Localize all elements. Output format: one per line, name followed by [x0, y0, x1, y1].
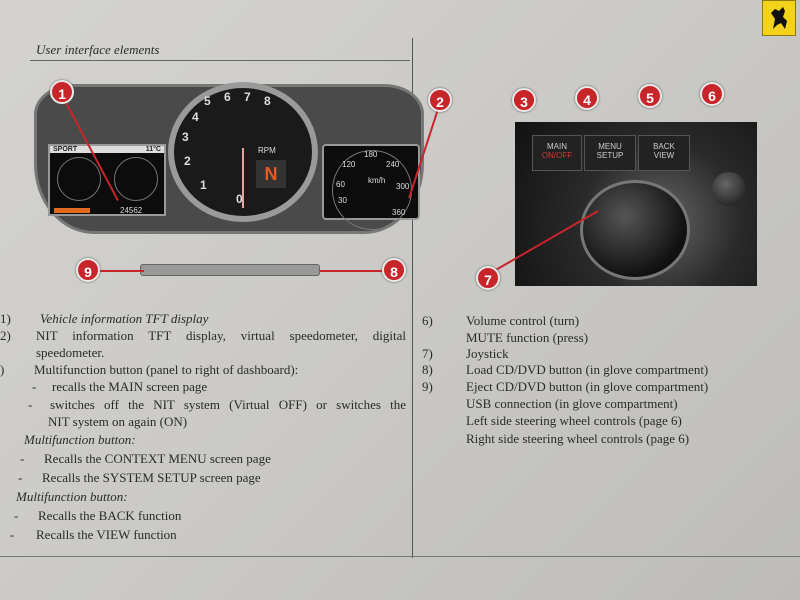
list-item: Recalls the VIEW function: [36, 527, 177, 542]
ferrari-logo: [762, 0, 796, 36]
section-heading: User interface elements: [36, 42, 160, 57]
list-item: switches off the NIT system (Virtual OFF…: [50, 397, 406, 412]
list-item: MUTE function (press): [466, 330, 589, 345]
list-item: Recalls the BACK function: [38, 508, 182, 523]
item-number: 6): [422, 313, 433, 328]
tick-label: 2: [184, 154, 191, 168]
bullet: -: [14, 508, 19, 523]
bullet: -: [10, 527, 15, 542]
callout-leader: [320, 270, 384, 272]
tick-label: 7: [244, 90, 251, 104]
tick-label: 1: [200, 178, 207, 192]
list-item: recalls the MAIN screen page: [52, 379, 208, 394]
list-item: Multifunction button:: [24, 432, 136, 447]
gauge: [56, 157, 101, 201]
callout-9: 9: [76, 258, 100, 282]
item-number: ): [0, 362, 5, 377]
tach-needle: [242, 148, 244, 208]
list-item: Joystick: [466, 346, 509, 361]
glove-compartment-cd-slot: [140, 264, 320, 276]
button-label: SETUP: [596, 151, 624, 160]
divider: [30, 60, 410, 61]
list-item: Vehicle information TFT display: [40, 311, 209, 326]
list-item: NIT system on again (ON): [48, 414, 188, 429]
bullet: -: [32, 379, 37, 394]
item-number: 8): [422, 362, 433, 377]
tick-label: 5: [204, 94, 211, 108]
callout-6: 6: [700, 82, 724, 106]
nit-tft-display: 180 120 240 60 300 30 360 km/h: [322, 144, 420, 230]
divider: [0, 556, 800, 557]
bullet: -: [28, 397, 33, 412]
callout-2: 2: [428, 88, 452, 112]
tick-label: 0: [236, 192, 243, 206]
callout-leader: [84, 270, 144, 272]
tachometer: 0 1 2 3 4 5 6 7 8 RPM: [168, 82, 318, 222]
tick-label: 120: [342, 160, 356, 169]
callout-8: 8: [382, 258, 406, 282]
button-label: VIEW: [653, 151, 675, 160]
list-item: Volume control (turn): [466, 313, 580, 328]
speed-unit: km/h: [368, 176, 386, 185]
tick-label: 60: [336, 180, 345, 189]
list-item: Load CD/DVD button (in glove compartment…: [466, 362, 709, 377]
bullet: -: [20, 451, 25, 466]
list-item: Right side steering wheel controls (page…: [466, 431, 690, 446]
button-label: MENU: [598, 142, 622, 151]
callout-3: 3: [512, 88, 536, 112]
column-divider: [412, 38, 413, 558]
tick-label: 30: [338, 196, 347, 205]
gear-indicator: N: [256, 160, 286, 188]
item-number: 1): [0, 311, 11, 326]
rpm-label: RPM: [258, 146, 276, 155]
callout-7: 7: [476, 266, 500, 290]
list-item: Multifunction button:: [16, 489, 128, 504]
tick-label: 4: [192, 110, 199, 124]
list-item: Recalls the SYSTEM SETUP screen page: [42, 470, 261, 485]
button-label: ON/OFF: [541, 151, 573, 160]
list-item: Left side steering wheel controls (page …: [466, 413, 682, 428]
tick-label: 8: [264, 94, 271, 108]
list-item: speedometer.: [36, 345, 105, 360]
list-item: Eject CD/DVD button (in glove compartmen…: [466, 379, 709, 394]
list-item: Multifunction button (panel to right of …: [34, 362, 299, 377]
button-label: MAIN: [547, 142, 567, 151]
tick-label: 180: [364, 150, 378, 159]
fuel-bar: [54, 208, 90, 213]
tick-label: 3: [182, 130, 189, 144]
joystick[interactable]: [712, 172, 746, 206]
tick-label: 240: [386, 160, 400, 169]
list-item: USB connection (in glove compartment): [466, 396, 678, 411]
callout-4: 4: [575, 86, 599, 110]
item-number: 2): [0, 328, 11, 343]
callout-5: 5: [638, 84, 662, 108]
tick-label: 300: [396, 182, 410, 191]
tick-label: 360: [392, 208, 406, 217]
item-number: 9): [422, 379, 433, 394]
button-label: BACK: [653, 142, 675, 151]
item-number: 7): [422, 346, 433, 361]
tick-label: 6: [224, 90, 231, 104]
gauge: [113, 157, 158, 201]
list-item: NIT information TFT display, virtual spe…: [36, 328, 406, 343]
callout-1: 1: [50, 80, 74, 104]
odometer: 24562: [120, 206, 143, 215]
bullet: -: [18, 470, 23, 485]
volume-knob[interactable]: [580, 180, 690, 280]
drive-mode: SPORT: [53, 146, 78, 153]
list-item: Recalls the CONTEXT MENU screen page: [44, 451, 271, 466]
temperature: 11°C: [145, 146, 161, 153]
